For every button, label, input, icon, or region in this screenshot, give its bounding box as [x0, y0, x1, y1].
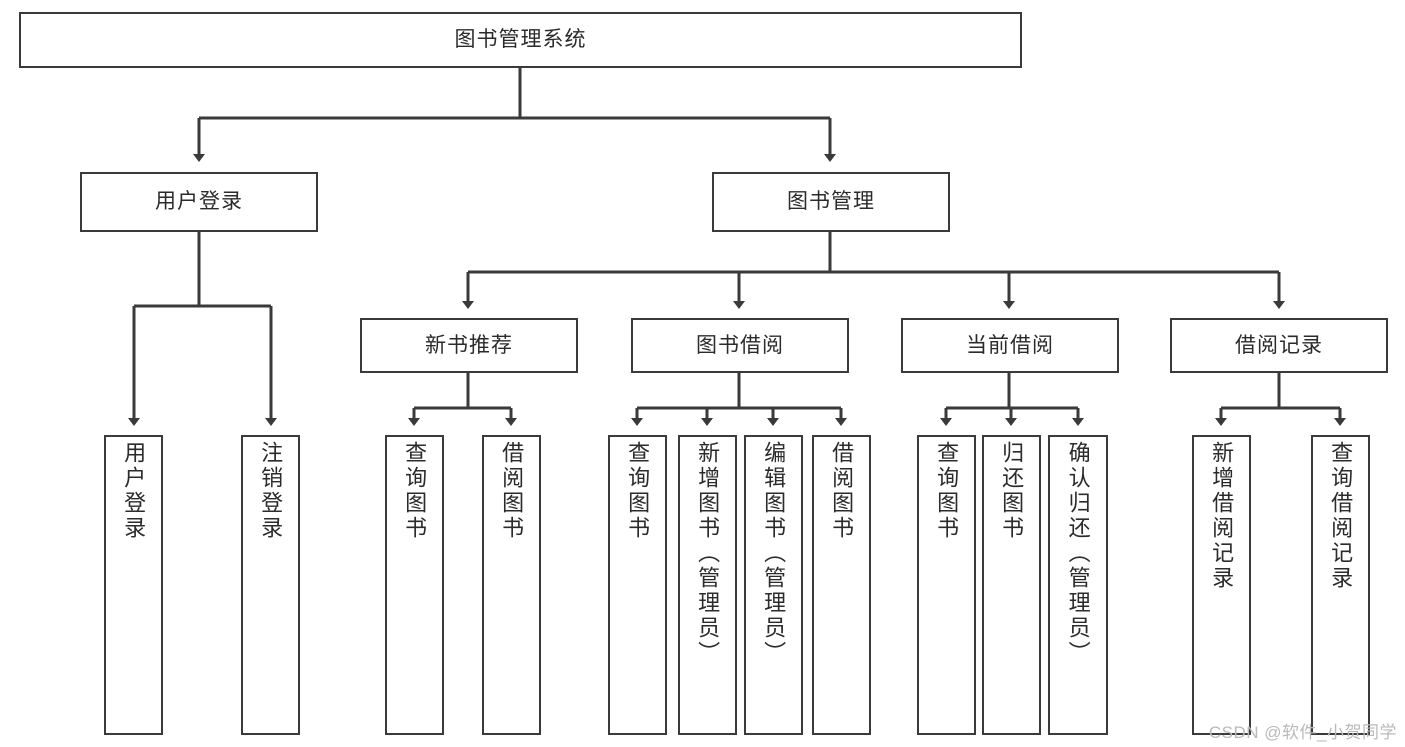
- leaf-borrow-borrow-book[interactable]: 借阅图书: [812, 435, 871, 735]
- node-book-management[interactable]: 图书管理: [712, 172, 950, 232]
- node-new-book-recommend[interactable]: 新书推荐: [360, 318, 578, 373]
- leaf-user-login-login[interactable]: 用户登录: [104, 435, 163, 735]
- leaf-borrow-edit-book-admin[interactable]: 编辑图书（管理员）: [744, 435, 803, 735]
- leaf-current-confirm-return-admin[interactable]: 确认归还（管理员）: [1048, 435, 1108, 735]
- node-book-borrow[interactable]: 图书借阅: [631, 318, 849, 373]
- node-current-borrow[interactable]: 当前借阅: [901, 318, 1119, 373]
- leaf-records-add-record[interactable]: 新增借阅记录: [1192, 435, 1251, 735]
- watermark-text: CSDN @软件_小贺同学: [1208, 723, 1397, 742]
- leaf-user-login-logout[interactable]: 注销登录: [241, 435, 300, 735]
- node-borrow-records[interactable]: 借阅记录: [1170, 318, 1388, 373]
- leaf-new-book-borrow[interactable]: 借阅图书: [482, 435, 541, 735]
- leaf-borrow-add-book-admin[interactable]: 新增图书（管理员）: [678, 435, 737, 735]
- node-root[interactable]: 图书管理系统: [19, 12, 1022, 68]
- leaf-current-return-book[interactable]: 归还图书: [982, 435, 1041, 735]
- leaf-records-query-record[interactable]: 查询借阅记录: [1311, 435, 1370, 735]
- leaf-borrow-query-book[interactable]: 查询图书: [608, 435, 667, 735]
- node-user-login[interactable]: 用户登录: [80, 172, 318, 232]
- leaf-current-query-book[interactable]: 查询图书: [917, 435, 976, 735]
- leaf-new-book-query[interactable]: 查询图书: [385, 435, 444, 735]
